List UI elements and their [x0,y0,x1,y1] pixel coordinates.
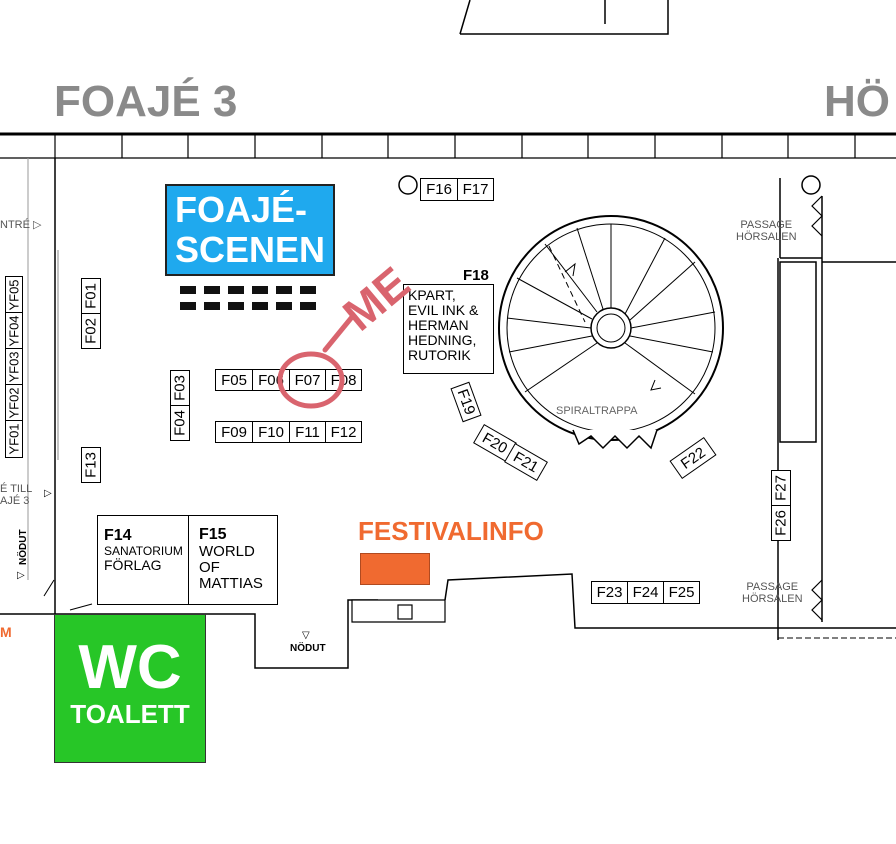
booth-f09[interactable]: F09 [215,421,253,443]
booth-yf04[interactable]: YF04 [5,312,23,350]
booth-f27-label: F27 [772,475,790,501]
booth-f02-label: F02 [82,318,100,344]
booth-yf01-label: YF01 [6,423,22,455]
festival-info-desk[interactable] [360,553,430,585]
stage-foajescenen: FOAJÉ- SCENEN [165,184,335,276]
stage-title-line1: FOAJÉ- [175,189,308,230]
booth-f15[interactable]: F15 WORLD OF MATTIAS [188,515,278,605]
passage-horsalen-bottom: PASSAGE HÖRSALEN [742,581,803,605]
booth-f18-line4: HEDNING, [408,332,477,348]
booth-f15-line2: OF [199,559,220,576]
exit-arrow-tunnel: ▷ [44,488,52,499]
booth-f14[interactable]: F14 SANATORIUM FÖRLAG [97,515,189,605]
booth-f15-line1: WORLD [199,543,255,560]
booth-f26-label: F26 [772,510,790,536]
booth-yf02[interactable]: YF02 [5,384,23,422]
booth-yf03-label: YF03 [6,351,22,383]
booth-f15-line3: MATTIAS [199,575,263,592]
exit-arrow-bottom: ▽ [302,630,310,641]
area-title-foaje-3: FOAJÉ 3 [54,77,238,126]
stage-title-line2: SCENEN [175,229,326,270]
passage-horsalen-top: PASSAGE HÖRSALEN [736,219,797,243]
passage-top-line1: PASSAGE [740,219,793,231]
booth-yf02-label: YF02 [6,387,22,419]
stage-seating [180,286,316,310]
booth-f15-code: F15 [199,526,227,543]
booth-f11[interactable]: F11 [289,421,326,443]
entrance-label: NTRÉ ▷ [0,219,42,231]
passage-top-line2: HÖRSALEN [736,231,797,243]
left-edge-letter: M [0,624,12,640]
exit-arrow-left: ▷ [17,570,25,581]
emergency-exit-left: NÖDUT [18,529,29,565]
booth-f03[interactable]: F03 [170,370,190,406]
booth-f05[interactable]: F05 [215,369,253,391]
entrance-text: NTRÉ [0,219,30,231]
booth-f27[interactable]: F27 [771,470,791,506]
booth-f10[interactable]: F10 [252,421,290,443]
booth-f12[interactable]: F12 [325,421,362,443]
booth-f13[interactable]: F13 [81,447,101,483]
toilet-wc-title: WC [78,633,182,702]
booth-f16[interactable]: F16 [420,178,458,201]
spiral-staircase-label: SPIRALTRAPPA [556,405,638,417]
booth-f24[interactable]: F24 [627,581,664,604]
booth-f04-label: F04 [171,410,189,436]
area-title-horsalen-partial: HÖ [824,77,890,126]
toilet-wc-subtitle: TOALETT [70,699,190,729]
festival-info-label: FESTIVALINFO [358,516,544,546]
booth-f18[interactable]: KPART, EVIL INK & HERMAN HEDNING, RUTORI… [403,284,494,374]
emergency-exit-left-text: NÖDUT [18,529,29,565]
booth-f17[interactable]: F17 [457,178,494,201]
passage-bottom-line2: HÖRSALEN [742,593,803,605]
booth-yf01[interactable]: YF01 [5,420,23,458]
booth-f23[interactable]: F23 [591,581,628,604]
booth-f18-code: F18 [463,267,489,284]
booth-yf05[interactable]: YF05 [5,276,23,314]
toilet-wc[interactable]: WC TOALETT [54,614,206,763]
booth-f14-line2: FÖRLAG [104,557,162,573]
booth-f18-line1: KPART, [408,287,456,303]
tunnel-line2: AJÉ 3 [0,495,30,507]
you-are-here-annotation: ME [277,256,419,409]
booth-f03-label: F03 [171,375,189,401]
booth-yf05-label: YF05 [6,279,22,311]
booth-f02[interactable]: F02 [81,313,101,349]
booth-yf03[interactable]: YF03 [5,348,23,386]
emergency-exit-bottom: NÖDUT [290,643,326,654]
booth-f18-line3: HERMAN [408,317,469,333]
booth-f18-line2: EVIL INK & [408,302,479,318]
booth-f18-line5: RUTORIK [408,347,471,363]
passage-bottom-line1: PASSAGE [746,581,799,593]
booth-f13-label: F13 [82,452,100,478]
booth-f25[interactable]: F25 [663,581,700,604]
booth-f26[interactable]: F26 [771,505,791,541]
booth-f01-label: F01 [82,283,100,309]
booth-f07[interactable]: F07 [289,369,326,391]
tunnel-line1: É TILL [0,483,33,495]
booth-yf04-label: YF04 [6,315,22,347]
booth-f14-code: F14 [104,527,132,544]
booth-f14-line1: SANATORIUM [104,544,183,558]
spiral-staircase [498,215,724,450]
booth-f04[interactable]: F04 [170,405,190,441]
tunnel-label: É TILL AJÉ 3 [0,483,32,507]
booth-f01[interactable]: F01 [81,278,101,314]
